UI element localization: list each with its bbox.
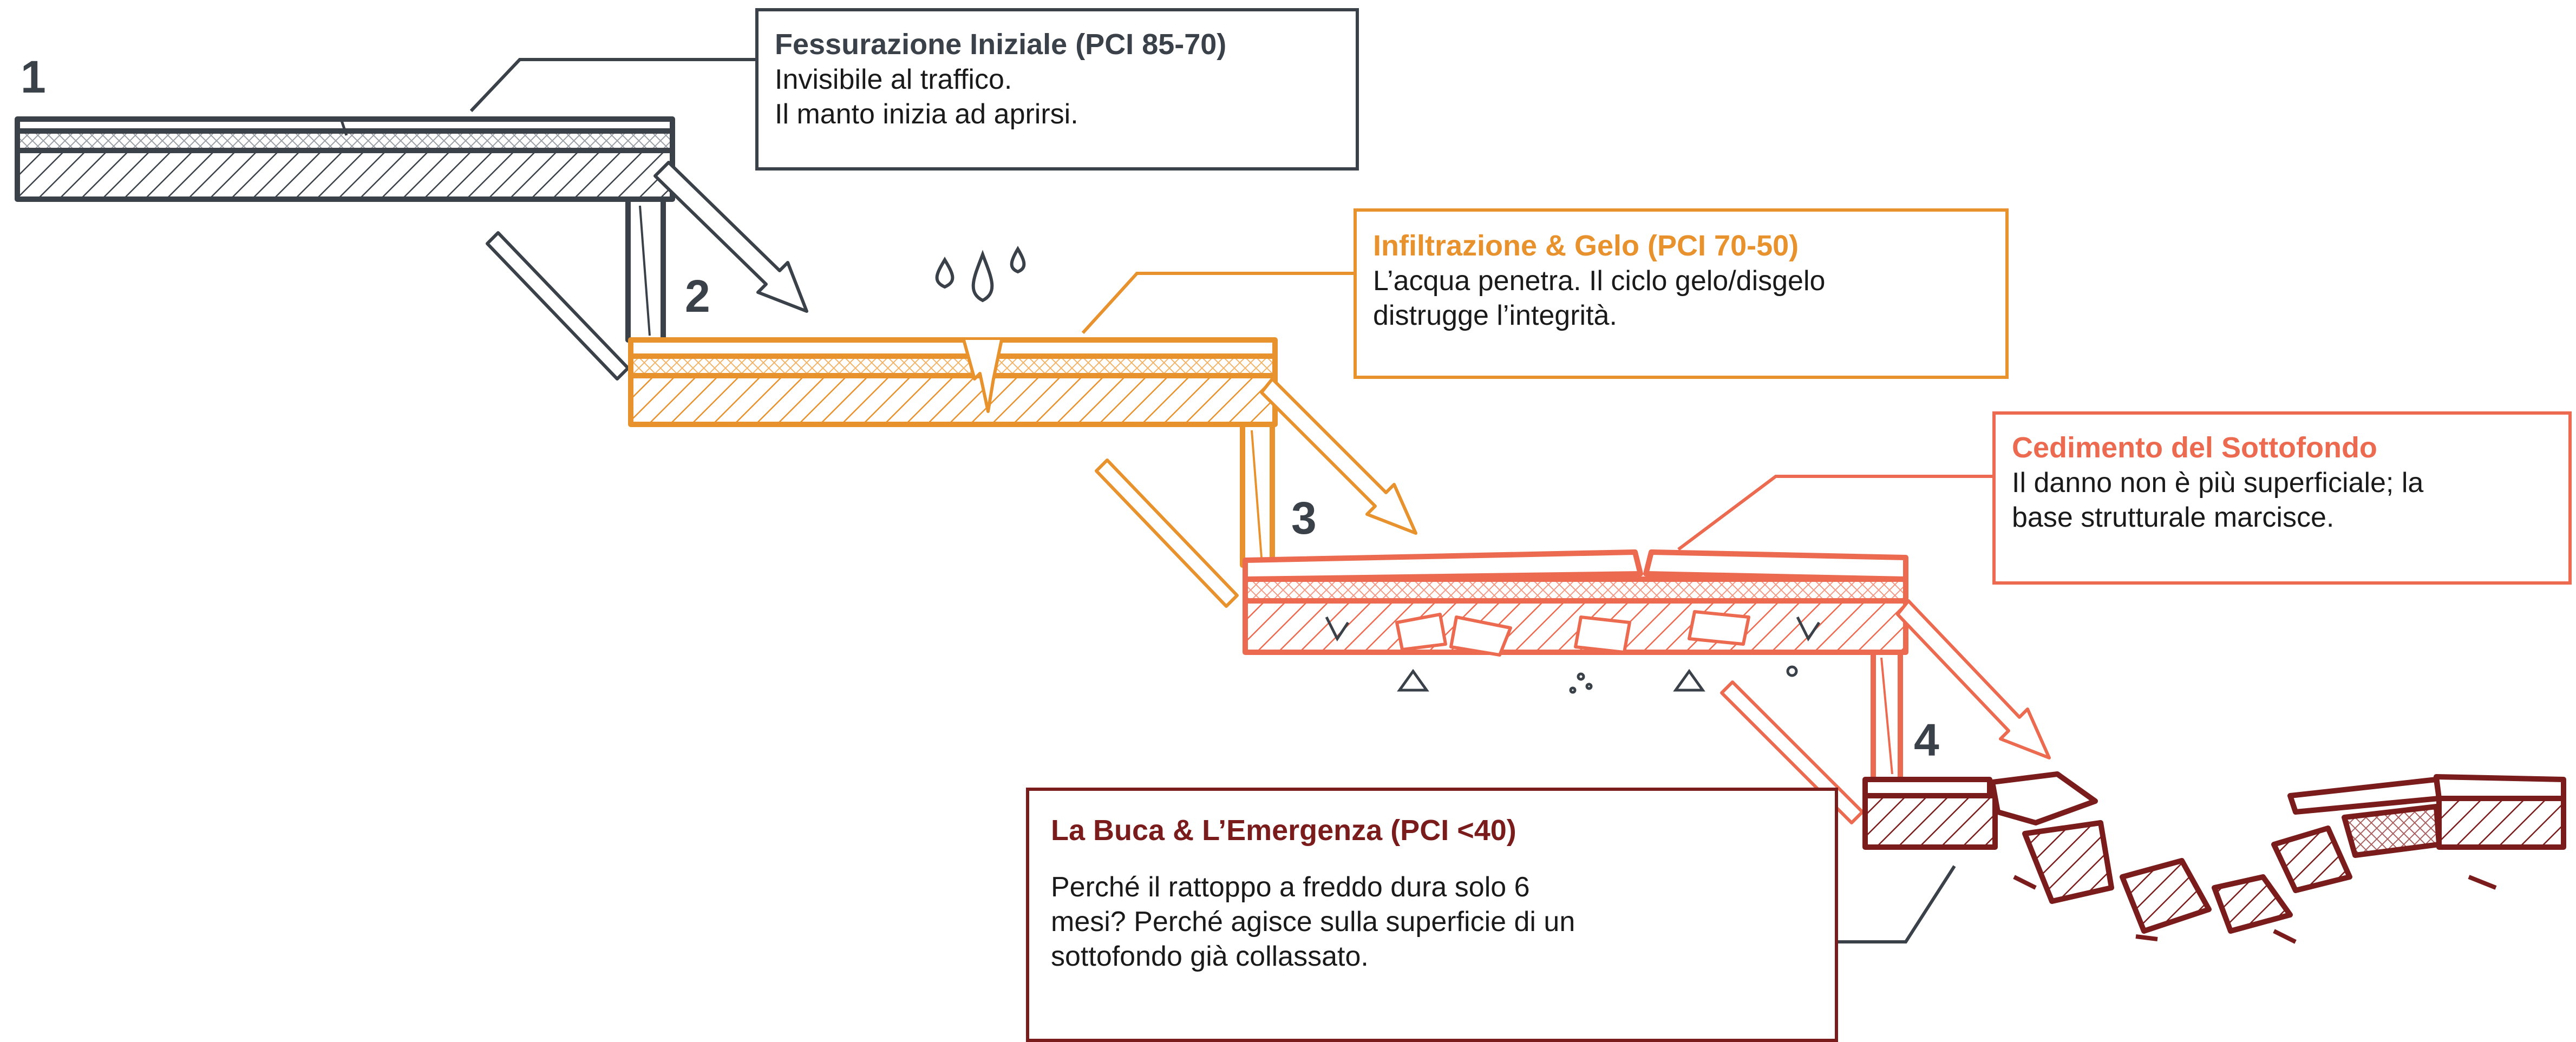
stage-3-line: Il danno non è più superficiale; la bbox=[2012, 467, 2424, 499]
stage-1-number: 1 bbox=[21, 51, 46, 102]
down-arrow-icon bbox=[1095, 458, 1239, 608]
stage-2-line: L’acqua penetra. Il ciclo gelo/disgelo bbox=[1373, 265, 1826, 297]
stage-2-title: Infiltrazione & Gelo (PCI 70-50) bbox=[1373, 230, 1799, 262]
stage-4-callout: La Buca & L’Emergenza (PCI <40) Perché i… bbox=[1026, 788, 1838, 1042]
stage-3-title: Cedimento del Sottofondo bbox=[2012, 431, 2377, 464]
down-arrow-icon bbox=[1260, 377, 1417, 535]
stage-2-line: distrugge l’integrità. bbox=[1373, 300, 1617, 331]
stage-3-slab bbox=[1243, 549, 1908, 782]
stage-4-line: mesi? Perché agisce sulla superficie di … bbox=[1051, 906, 1575, 938]
stage-2-callout: Infiltrazione & Gelo (PCI 70-50) L’acqua… bbox=[1354, 208, 2009, 379]
stage-4-slab bbox=[1862, 771, 2566, 944]
stage-1-title: Fessurazione Iniziale (PCI 85-70) bbox=[775, 28, 1227, 61]
stage-4-line: sottofondo già collassato. bbox=[1051, 941, 1369, 972]
down-arrow-icon bbox=[1896, 599, 2051, 759]
down-arrow-icon bbox=[653, 161, 808, 313]
stage-1-slab bbox=[15, 116, 675, 343]
down-arrow-icon bbox=[486, 231, 630, 381]
stage-1-line: Invisibile al traffico. bbox=[775, 64, 1012, 95]
stage-3-number: 3 bbox=[1291, 493, 1317, 543]
leader-line-2 bbox=[1081, 272, 1354, 335]
leader-line-1 bbox=[469, 58, 755, 113]
stage-2-slab bbox=[628, 337, 1278, 568]
stage-1-callout: Fessurazione Iniziale (PCI 85-70) Invisi… bbox=[755, 8, 1359, 171]
debris-icon bbox=[1325, 616, 1821, 694]
stage-3-line: base strutturale marcisce. bbox=[2012, 502, 2335, 533]
stage-4-title: La Buca & L’Emergenza (PCI <40) bbox=[1051, 814, 1516, 847]
stage-2-number: 2 bbox=[685, 271, 710, 322]
stage-4-line: Perché il rattoppo a freddo dura solo 6 bbox=[1051, 871, 1530, 903]
stage-1-line: Il manto inizia ad aprirsi. bbox=[775, 99, 1078, 130]
leader-line-4 bbox=[1835, 865, 1956, 943]
leader-line-3 bbox=[1677, 475, 1992, 551]
stage-3-callout: Cedimento del Sottofondo Il danno non è … bbox=[1992, 411, 2572, 585]
stage-4-number: 4 bbox=[1914, 715, 1939, 765]
water-drops-icon bbox=[935, 246, 1026, 303]
